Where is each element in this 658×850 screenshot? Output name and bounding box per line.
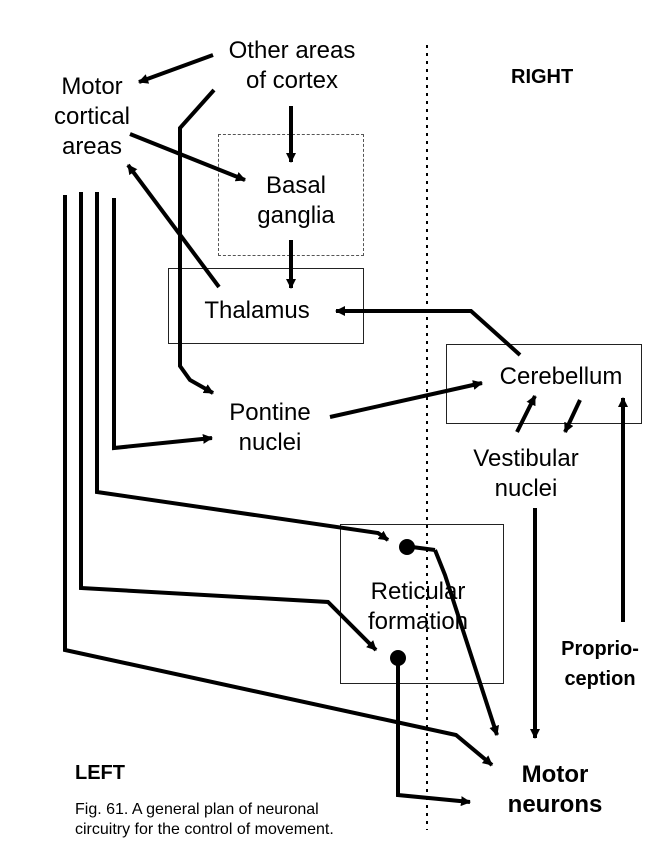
thalamus-text: Thalamus <box>204 297 310 324</box>
motor-cortical-line3: areas <box>61 133 123 160</box>
motor-cortical-line1: Motor <box>61 73 123 100</box>
caption-line1: Fig. 61. A general plan of neuronal <box>75 801 319 818</box>
arrow-reticular-to-motor-neurons-b <box>396 660 471 807</box>
label-motor-neurons: Motor neurons <box>508 760 603 820</box>
reticular-line2: formation <box>367 608 469 635</box>
arrow-cerebellum-to-thalamus <box>335 306 522 357</box>
other-cortex-line2: of cortex <box>245 67 339 94</box>
label-other-areas-of-cortex: Other areas of cortex <box>229 36 356 96</box>
arrow-motor-to-reticular-upper <box>95 192 390 542</box>
pontine-line2: nuclei <box>238 429 302 456</box>
label-proprioception: Proprio- ception <box>561 634 639 694</box>
synapse-dot-upper <box>399 539 415 555</box>
motor-cortical-line2: cortical <box>53 103 131 130</box>
motor-neurons-line1: Motor <box>521 761 589 788</box>
arrow-cerebellum-to-vestibular <box>563 399 582 433</box>
thalamus-box <box>168 268 364 344</box>
pontine-line1: Pontine <box>229 399 311 426</box>
basal-ganglia-line2: ganglia <box>257 202 335 229</box>
arrow-other-to-pontine <box>178 88 216 395</box>
label-motor-cortical-areas: Motor cortical areas <box>54 72 130 162</box>
cerebellum-text: Cerebellum <box>499 363 623 390</box>
reticular-line1: Reticular <box>370 578 466 605</box>
synapse-link-upper <box>411 545 436 552</box>
label-vestibular-nuclei: Vestibular nuclei <box>473 444 578 504</box>
arrow-motor-to-basal <box>129 132 246 182</box>
motor-neurons-line2: neurons <box>507 791 603 818</box>
label-thalamus: Thalamus <box>204 296 309 326</box>
arrow-pontine-to-cerebellum <box>329 380 483 419</box>
synapse-dot-lower <box>390 650 406 666</box>
label-left-side: LEFT <box>75 762 125 784</box>
arrow-motor-to-reticular-lower <box>79 192 378 652</box>
vestibular-line2: nuclei <box>494 475 558 502</box>
label-right-side: RIGHT <box>511 66 574 88</box>
proprioception-line1: Proprio- <box>561 638 639 660</box>
cerebellum-box <box>446 344 642 424</box>
proprioception-line2: ception <box>564 668 636 690</box>
label-pontine-nuclei: Pontine nuclei <box>229 398 310 458</box>
basal-ganglia-line1: Basal <box>265 172 327 199</box>
arrow-thalamus-to-motor <box>126 163 221 289</box>
arrow-vestibular-to-cerebellum <box>515 395 537 433</box>
caption-line2: circuitry for the control of movement. <box>75 821 334 838</box>
label-cerebellum: Cerebellum <box>500 362 623 392</box>
figure-caption: Fig. 61. A general plan of neuronal circ… <box>75 800 334 840</box>
reticular-box <box>340 524 504 684</box>
arrow-motor-to-pontine <box>112 198 213 451</box>
arrow-other-to-motor <box>138 53 214 84</box>
vestibular-line1: Vestibular <box>473 445 579 472</box>
label-basal-ganglia: Basal ganglia <box>257 171 334 231</box>
arrow-motor-to-motor-neurons <box>63 195 494 767</box>
other-cortex-line1: Other areas <box>228 37 356 64</box>
arrow-reticular-to-motor-neurons-a <box>433 549 499 736</box>
label-reticular-formation: Reticular formation <box>368 577 468 637</box>
